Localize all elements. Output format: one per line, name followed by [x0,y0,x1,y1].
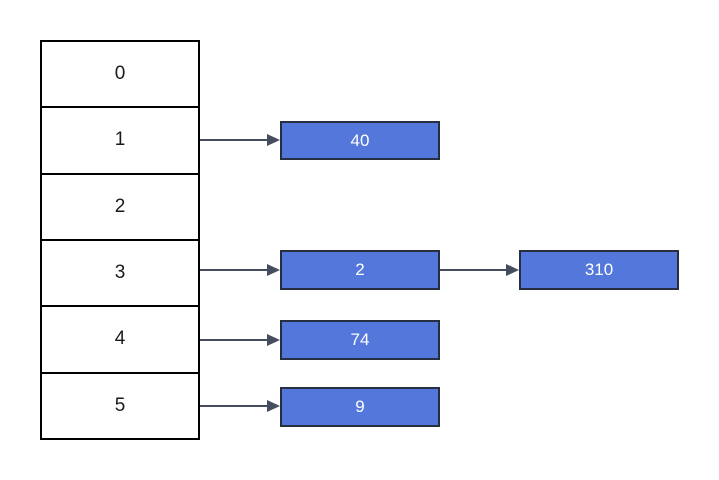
list-node-310: 310 [519,250,679,290]
array-cell-4: 4 [42,305,198,371]
array-cell-5: 5 [42,371,198,438]
arrow-node2-to-node310 [440,264,519,276]
list-node-2: 2 [280,250,440,290]
bucket-array: 0 1 2 3 4 5 [40,40,200,440]
list-node-label: 2 [355,260,365,279]
array-cell-label: 0 [114,63,126,85]
list-node-9: 9 [280,387,440,427]
array-cell-label: 3 [114,262,126,284]
list-node-label: 9 [355,397,365,416]
array-cell-1: 1 [42,106,198,172]
list-node-40: 40 [280,121,440,160]
list-node-label: 74 [350,330,370,349]
list-node-74: 74 [280,320,440,360]
arrow-cell1-to-node40 [200,134,280,146]
array-cell-label: 2 [114,195,126,217]
list-node-label: 40 [350,130,370,150]
array-cell-3: 3 [42,238,198,305]
array-cell-0: 0 [42,42,198,106]
arrow-cell4-to-node74 [200,334,280,346]
arrow-cell5-to-node9 [200,400,280,412]
array-cell-label: 5 [114,394,126,416]
arrow-cell3-to-node2 [200,264,280,276]
array-cell-2: 2 [42,172,198,239]
list-node-label: 310 [584,260,614,279]
array-cell-label: 4 [114,328,126,350]
array-cell-label: 1 [114,129,126,151]
